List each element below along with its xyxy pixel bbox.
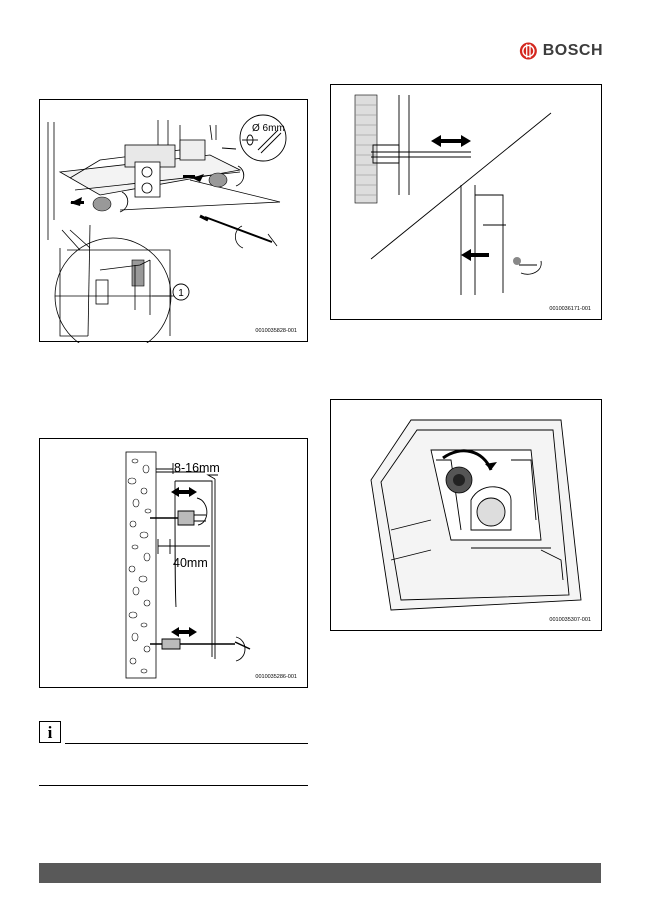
figure-valve-mounting: 1 Ø 6mm 0010035828-001 — [39, 99, 308, 343]
brand-logo: BOSCH — [519, 39, 603, 63]
note-top-rule — [65, 743, 308, 744]
figure-adjust-knob: 0010035307-001 — [330, 399, 602, 631]
gap-dimension-label: 8-16mm — [174, 461, 220, 475]
adjust-knob-illustration — [370, 419, 582, 611]
figure-wall-anchor-spacing: 8-16mm 40mm 0010035286-001 — [39, 438, 308, 688]
brand-wordmark: BOSCH — [542, 42, 603, 59]
wall-anchor-illustration: 8-16mm 40mm — [125, 451, 251, 679]
callout-1-label: 1 — [178, 288, 184, 299]
figure-wall-screw-fastening: 0010036171-001 — [330, 84, 602, 320]
info-icon-glyph: i — [47, 722, 53, 742]
figure-code: 0010035307-001 — [549, 617, 591, 623]
note-bottom-rule — [39, 785, 308, 786]
info-icon: i — [39, 721, 61, 743]
figure-code: 0010035828-001 — [255, 328, 297, 334]
footer-bar — [39, 863, 601, 883]
wall-screw-illustration — [354, 94, 552, 295]
figure-code: 0010036171-001 — [549, 306, 591, 312]
adjustment-knob — [445, 466, 473, 494]
depth-dimension-label: 40mm — [173, 556, 208, 570]
diameter-label: Ø 6mm — [252, 123, 285, 134]
bosch-armature-icon — [519, 42, 537, 60]
valve-mounting-illustration: 1 Ø 6mm — [47, 114, 287, 343]
figure-code: 0010035286-001 — [255, 674, 297, 680]
callout-1-marker — [172, 283, 190, 301]
